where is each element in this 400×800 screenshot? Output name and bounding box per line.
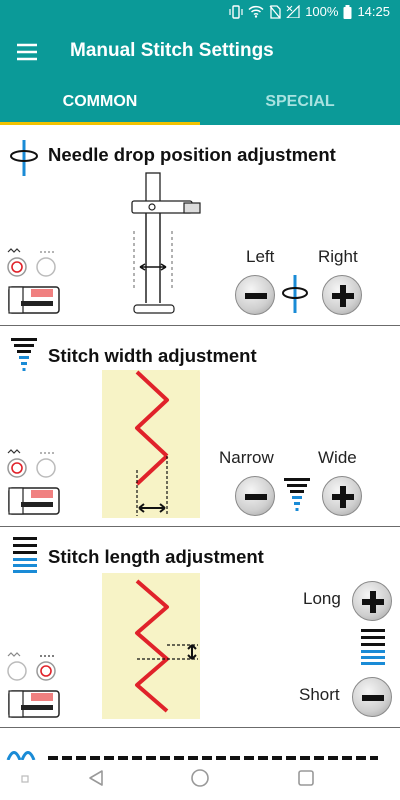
app-bar: Manual Stitch Settings — [0, 24, 400, 80]
plus-icon — [362, 591, 384, 613]
stitch-length-title: Stitch length adjustment — [48, 546, 264, 567]
plus-icon — [332, 285, 354, 307]
stitch-length-icon — [361, 629, 385, 665]
battery-icon — [343, 4, 352, 19]
needle-left-button[interactable] — [235, 275, 275, 315]
short-label: Short — [299, 685, 340, 704]
navigation-bar — [0, 760, 400, 800]
minus-icon — [362, 695, 384, 701]
needle-position-icon — [10, 140, 38, 176]
stitch-width-icon — [11, 338, 37, 371]
long-label: Long — [303, 589, 341, 608]
zigzag-stitch — [135, 579, 198, 713]
stitch-width-section: Stitch width adjustment Narrow Wide — [0, 326, 400, 527]
next-section-peek — [0, 728, 400, 760]
no-sim-icon — [269, 4, 281, 19]
machine-mode-icon — [7, 449, 60, 515]
length-short-button[interactable] — [352, 677, 392, 717]
machine-mode-icon — [7, 248, 60, 314]
needle-illustration — [131, 172, 201, 314]
minus-icon — [245, 293, 267, 299]
menu-icon[interactable] — [16, 41, 38, 63]
length-long-button[interactable] — [352, 581, 392, 621]
needle-drop-title: Needle drop position adjustment — [48, 144, 336, 165]
home-icon[interactable] — [190, 768, 210, 788]
battery-percent: 100% — [305, 4, 339, 19]
tab-common[interactable]: COMMON — [0, 80, 200, 125]
plus-icon — [332, 486, 354, 508]
wifi-icon — [248, 5, 264, 18]
minus-icon — [245, 494, 267, 500]
back-icon[interactable] — [86, 768, 106, 788]
indicator-dot-icon — [21, 775, 29, 783]
stitch-width-preview — [102, 370, 200, 518]
stitch-length-section: Stitch length adjustment Long Short — [0, 527, 400, 728]
stitch-length-icon — [13, 537, 37, 573]
narrow-label: Narrow — [219, 448, 274, 467]
wide-label: Wide — [318, 448, 357, 467]
needle-right-button[interactable] — [322, 275, 362, 315]
width-wide-button[interactable] — [322, 476, 362, 516]
vibrate-icon — [229, 4, 243, 19]
page-title: Manual Stitch Settings — [70, 40, 274, 61]
right-label: Right — [318, 247, 358, 266]
tab-bar: COMMON SPECIAL — [0, 80, 400, 125]
next-section-icon — [6, 751, 36, 760]
status-bar: 100% 14:25 — [0, 0, 400, 24]
tab-special[interactable]: SPECIAL — [265, 93, 335, 110]
stitch-length-preview — [102, 573, 200, 719]
stitch-width-title: Stitch width adjustment — [48, 345, 257, 366]
zigzag-stitch — [135, 370, 169, 516]
width-narrow-button[interactable] — [235, 476, 275, 516]
recents-icon[interactable] — [296, 768, 316, 788]
left-label: Left — [246, 247, 275, 266]
needle-position-icon — [282, 275, 308, 313]
clock: 14:25 — [357, 4, 390, 19]
stitch-width-icon — [284, 478, 310, 511]
machine-mode-icon — [7, 652, 60, 718]
signal-icon — [286, 5, 300, 18]
next-section-title-peek — [48, 748, 378, 760]
needle-drop-section: Needle drop position adjustment Left Rig… — [0, 125, 400, 326]
